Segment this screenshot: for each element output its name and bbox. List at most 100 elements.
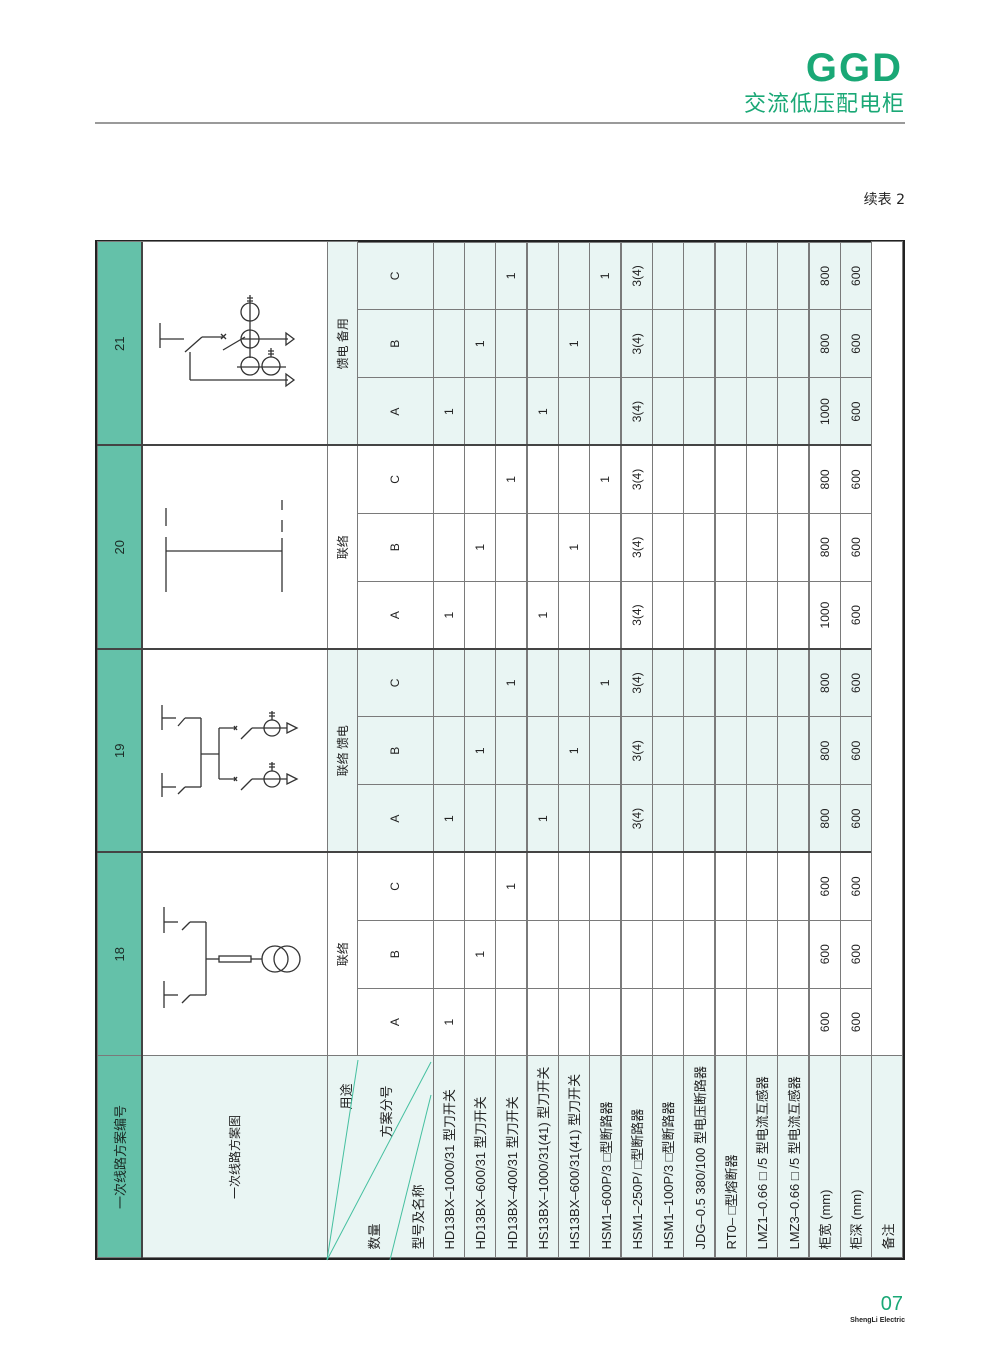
row-label: HSM1–250P/ □型断路器 [620,1055,653,1259]
scheme-separator [97,851,903,854]
row-label: JDG–0.5 380/100 型电压断路器 [683,1055,716,1259]
table-cell [526,919,559,989]
table-cell: 600 [839,512,873,582]
row-label-text: RT0– □型熔断器 [724,1154,740,1250]
sub-scheme-label: B [356,919,434,989]
table-cell-text: 1 [566,543,581,551]
table-cell: 800 [808,716,841,786]
table-cell-text: 600 [817,1012,832,1033]
table-cell [463,445,497,514]
table-cell [495,512,528,582]
header-divider [95,122,905,124]
row-label-text: 柜深 (mm) [849,1189,865,1250]
header-separator [141,242,143,1258]
table-cell [714,784,747,853]
table-cell [495,784,528,853]
table-cell [651,919,685,989]
table-cell [526,852,559,921]
table-cell [651,512,685,582]
table-cell: 3(4) [620,377,653,446]
table-cell: 600 [839,987,873,1057]
table-cell [651,445,685,514]
row-label: 柜宽 (mm) [808,1055,841,1259]
table-cell: 600 [839,445,873,514]
table-cell: 1 [432,784,465,853]
table-cell [432,241,465,311]
table-cell: 3(4) [620,648,653,718]
table-cell [745,580,779,650]
table-cell [557,919,591,989]
table-cell: 3(4) [620,716,653,786]
table-cell-text: 600 [848,537,863,558]
table-cell: 1 [463,716,497,786]
table-cell [463,784,497,853]
row-label-text: HD13BX–400/31 型刀开关 [504,1096,520,1250]
table-cell [557,784,591,853]
table-cell [745,852,779,921]
sub-scheme-label-text: B [388,339,402,348]
table-cell-text: 600 [848,808,863,829]
scheme-diagram-header-text: 一次线路方案图 [228,1115,242,1200]
table-cell [463,648,497,718]
scheme-diagram-cell [141,241,328,446]
remarks-cell [871,241,904,1057]
scheme-separator [97,444,903,447]
table-cell: 1 [589,445,622,514]
scheme-number-text: 18 [112,947,127,962]
table-cell-text: 1 [472,950,487,958]
table-cell-text: 1 [566,340,581,348]
table-cell [495,987,528,1057]
sub-scheme-label-text: B [388,543,402,552]
table-cell [745,648,779,718]
remarks-label-text: 备注 [880,1223,896,1250]
row-label: HD13BX–400/31 型刀开关 [495,1055,528,1259]
table-cell [714,716,747,786]
table-cell: 600 [839,716,873,786]
table-cell [777,580,810,650]
table-cell [589,919,622,989]
table-cell-text: 1 [504,272,519,280]
sub-scheme-label: C [356,648,434,718]
scheme-number: 21 [96,241,143,446]
table-cell-text: 1000 [817,398,832,425]
table-cell: 1 [432,987,465,1057]
sub-scheme-label-text: B [388,950,402,959]
table-cell [683,512,716,582]
sub-scheme-label: A [356,987,434,1057]
table-cell: 1 [432,580,465,650]
remarks-label: 备注 [871,1055,904,1259]
table-cell [683,445,716,514]
table-cell [432,852,465,921]
table-cell-text: 3(4) [629,468,644,491]
table-cell [714,309,747,379]
table-cell: 800 [808,784,841,853]
table-cell-text: 1 [535,611,550,619]
sub-scheme-label-text: C [388,271,402,281]
table-cell-text: 1 [504,679,519,687]
table-cell-text: 1 [598,272,613,280]
table-cell [463,241,497,311]
table-cell [777,648,810,718]
table-cell: 1 [432,377,465,446]
table-cell: 1 [526,580,559,650]
scheme-usage-text: 联络 [335,942,350,967]
table-cell [432,716,465,786]
table-cell-text: 3(4) [629,265,644,287]
sub-scheme-label-text: C [388,678,402,688]
table-cell: 3(4) [620,445,653,514]
table-cell-text: 1 [441,815,456,822]
row-label: HSM1–100P/3 □型断路器 [651,1055,685,1259]
table-cell: 600 [808,987,841,1057]
table-cell [651,241,685,311]
table-cell-text: 3(4) [629,400,644,423]
table-cell-text: 800 [817,333,832,354]
table-cell-text: 800 [817,740,832,761]
table-cell [589,309,622,379]
table-cell [714,919,747,989]
table-cell [557,852,591,921]
product-subtitle: 交流低压配电柜 [743,92,905,117]
table-cell-text: 3(4) [629,604,644,626]
row-label: HD13BX–1000/31 型刀开关 [432,1055,465,1259]
table-cell [777,919,810,989]
sub-scheme-label: A [356,784,434,853]
